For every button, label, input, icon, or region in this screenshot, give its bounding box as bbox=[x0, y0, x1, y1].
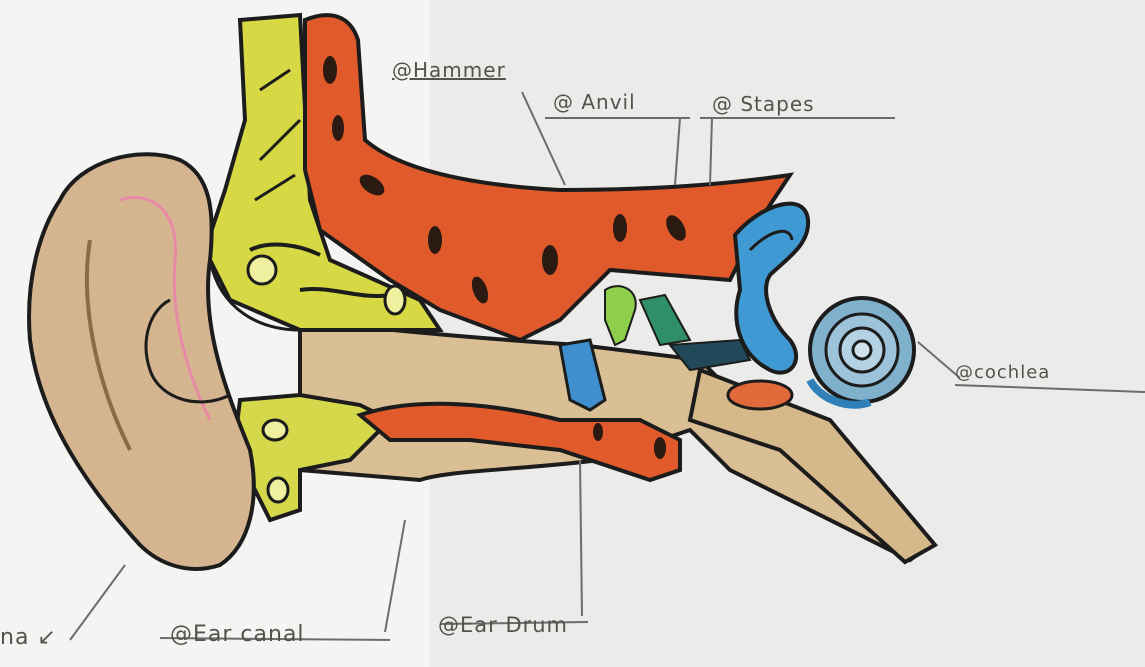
label-ear-canal: @Ear canal bbox=[170, 622, 305, 647]
label-hammer: @Hammer bbox=[392, 58, 506, 82]
label-pinna-fragment: na ↙ bbox=[0, 625, 57, 650]
label-cochlea: @cochlea bbox=[955, 362, 1050, 383]
label-stapes: @ Stapes bbox=[712, 92, 815, 116]
cochlea-spiral bbox=[810, 298, 914, 405]
label-ear-drum: @Ear Drum bbox=[438, 613, 568, 637]
label-anvil: @ Anvil bbox=[553, 90, 636, 114]
round-window bbox=[728, 381, 792, 409]
